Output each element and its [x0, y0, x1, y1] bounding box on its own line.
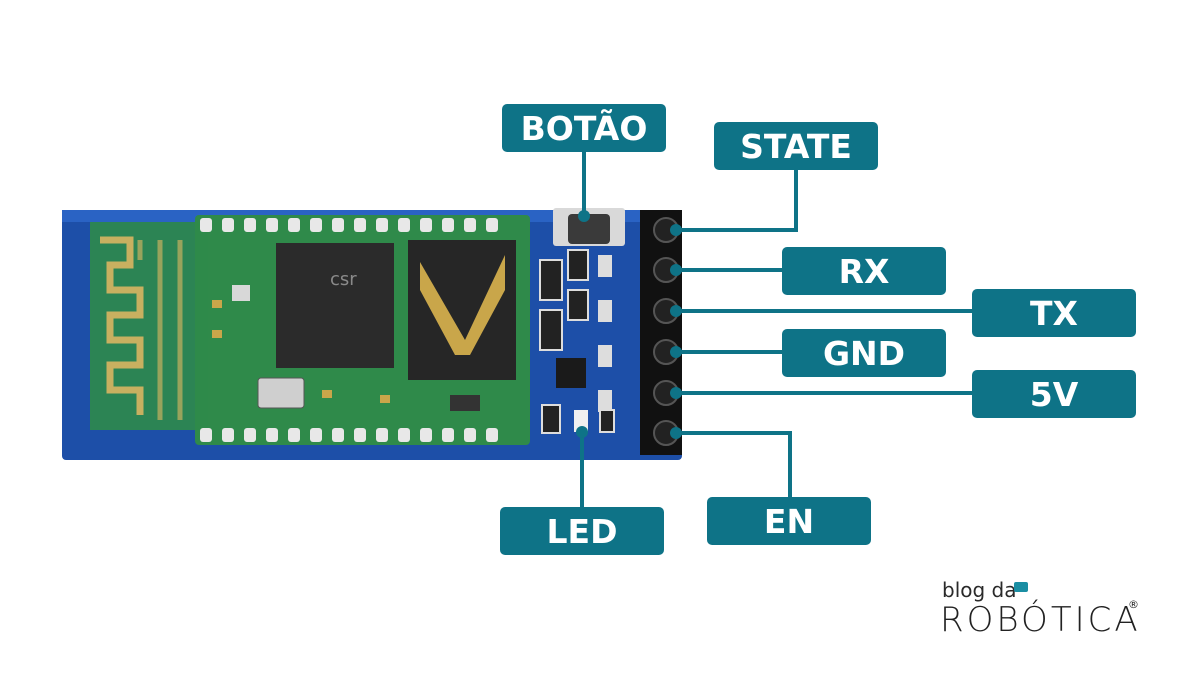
top-pads — [200, 218, 498, 232]
leader-lines — [580, 150, 975, 512]
antenna-trace — [100, 236, 144, 415]
push-button-cap — [568, 214, 610, 244]
robot-icon — [1014, 582, 1028, 592]
chip-logo-mark — [420, 255, 505, 355]
blog-da-robotica-logo: blog da ROBÓTICA ® — [940, 578, 1141, 640]
chip-brand-text: csr — [330, 269, 357, 290]
csr-chip — [276, 243, 394, 368]
bottom-pads — [200, 428, 498, 442]
label-rx: RX — [782, 247, 946, 295]
logo-line1: blog da — [942, 578, 1017, 602]
led-component — [574, 410, 588, 432]
flash-chip — [408, 240, 516, 380]
label-led: LED — [500, 507, 664, 555]
registered-mark: ® — [1128, 598, 1139, 611]
logo-line2: ROBÓTICA — [940, 600, 1141, 640]
leader-state — [676, 168, 798, 232]
label-tx: TX — [972, 289, 1136, 337]
pin-header — [640, 210, 682, 455]
label-botao: BOTÃO — [502, 104, 666, 152]
leader-en — [676, 431, 792, 500]
label-en: EN — [707, 497, 871, 545]
label-gnd: GND — [782, 329, 946, 377]
label-5v: 5V — [972, 370, 1136, 418]
crystal — [257, 377, 305, 409]
label-state: STATE — [714, 122, 878, 170]
